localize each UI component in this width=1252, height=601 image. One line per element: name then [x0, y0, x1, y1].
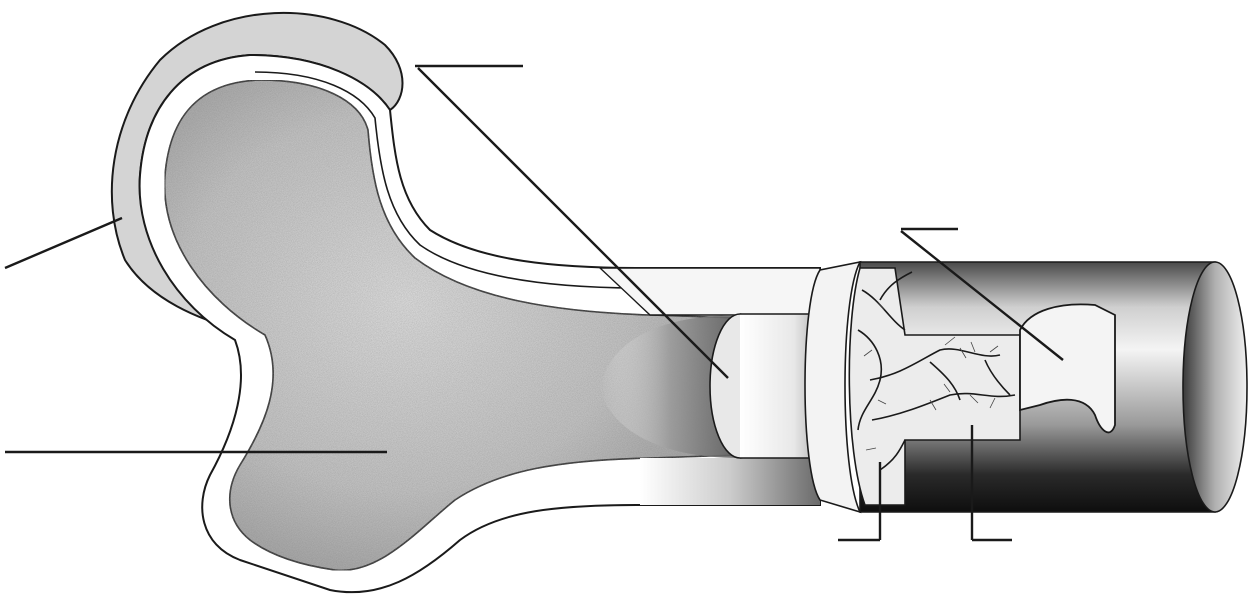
- diaphysis-lower-band: [640, 458, 820, 505]
- tube-end: [1183, 262, 1247, 512]
- leader-line-left-upper: [5, 218, 122, 268]
